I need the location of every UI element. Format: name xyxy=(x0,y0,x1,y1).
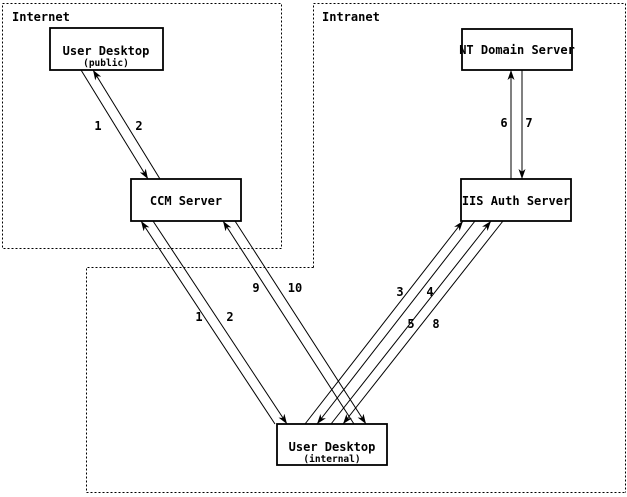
intranet-zone-label: Intranet xyxy=(322,10,380,24)
edge-step5-arrow-line xyxy=(330,220,492,425)
edge-label-step3: 3 xyxy=(396,285,403,299)
edge-step4-arrow-line xyxy=(316,220,476,425)
user-desktop-public-subtitle: (public) xyxy=(83,58,129,69)
internet-zone-label: Internet xyxy=(12,10,70,24)
intranet-zone-outline xyxy=(313,3,626,493)
nt-domain-server-title: NT Domain Server xyxy=(459,43,575,57)
node-nt-domain-server: NT Domain Server xyxy=(459,28,575,71)
node-ccm-server: CCM Server xyxy=(130,178,242,222)
user-desktop-public-title: User Desktop xyxy=(63,44,150,58)
user-desktop-public-box xyxy=(49,27,164,71)
edge-step10-arrow-line xyxy=(234,220,367,425)
internet-zone-outline xyxy=(2,3,282,249)
user-desktop-internal-title: User Desktop xyxy=(289,440,376,454)
user-desktop-internal-box xyxy=(276,423,388,466)
edge-label-step8: 8 xyxy=(432,317,439,331)
node-user-desktop-public: User Desktop (public) xyxy=(49,27,164,71)
internal-zone-outline xyxy=(86,267,626,493)
edge-label-step5: 5 xyxy=(407,317,414,331)
edge-label-step9: 9 xyxy=(252,281,259,295)
user-desktop-internal-subtitle: (internal) xyxy=(303,454,360,465)
node-user-desktop-internal: User Desktop (internal) xyxy=(276,423,388,466)
edge-label-step6: 6 xyxy=(500,116,507,130)
edge-label-public-step1: 1 xyxy=(94,119,101,133)
ccm-server-box xyxy=(130,178,242,222)
edge-internal-step1-arrow-line xyxy=(140,220,276,425)
edge-step8-arrow-line xyxy=(342,220,504,425)
edge-public-step1-arrow-line xyxy=(80,69,149,180)
ccm-server-title: CCM Server xyxy=(150,194,222,208)
node-iis-auth-server: IIS Auth Server xyxy=(460,178,572,222)
edge-label-step4: 4 xyxy=(426,285,433,299)
edge-label-internal-step2: 2 xyxy=(226,310,233,324)
edge-label-public-step2: 2 xyxy=(135,119,142,133)
iis-auth-server-box xyxy=(460,178,572,222)
edge-public-step2-arrow-line xyxy=(92,69,161,180)
nt-domain-server-box xyxy=(461,28,573,71)
edge-label-internal-step1: 1 xyxy=(195,310,202,324)
edge-step9-arrow-line xyxy=(222,220,355,425)
edge-label-step7: 7 xyxy=(525,116,532,130)
edge-internal-step2-arrow-line xyxy=(152,220,288,425)
edge-step3-arrow-line xyxy=(304,220,464,425)
iis-auth-server-title: IIS Auth Server xyxy=(462,194,570,208)
edge-label-step10: 10 xyxy=(288,281,302,295)
